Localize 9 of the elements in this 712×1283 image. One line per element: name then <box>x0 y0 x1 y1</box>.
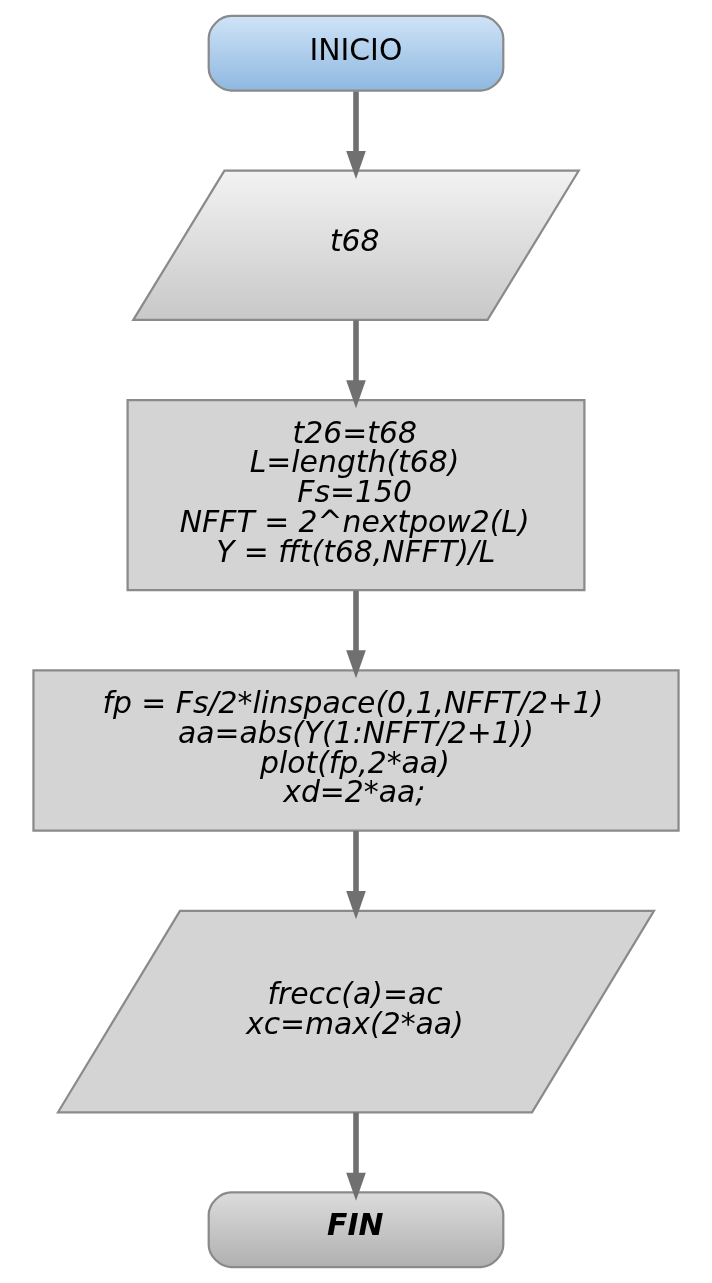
arrow <box>346 831 366 920</box>
node-box: FIN <box>207 1191 505 1269</box>
arrow <box>346 320 366 409</box>
arrow <box>346 590 366 679</box>
node-box: INICIO <box>207 14 505 92</box>
node-box: fp = Fs/2*linspace(0,1,NFFT/2+1) aa=abs(Y(1:NFFT/2+1)) plot(fp,2*aa) xd=2*aa; <box>32 669 680 832</box>
arrow <box>346 91 366 180</box>
arrow <box>346 1112 366 1201</box>
node-box: t26=t68 L=length(t68) Fs=150 NFFT = 2^nextpow2(L) Y = fft(t68,NFFT)/L <box>126 398 586 592</box>
